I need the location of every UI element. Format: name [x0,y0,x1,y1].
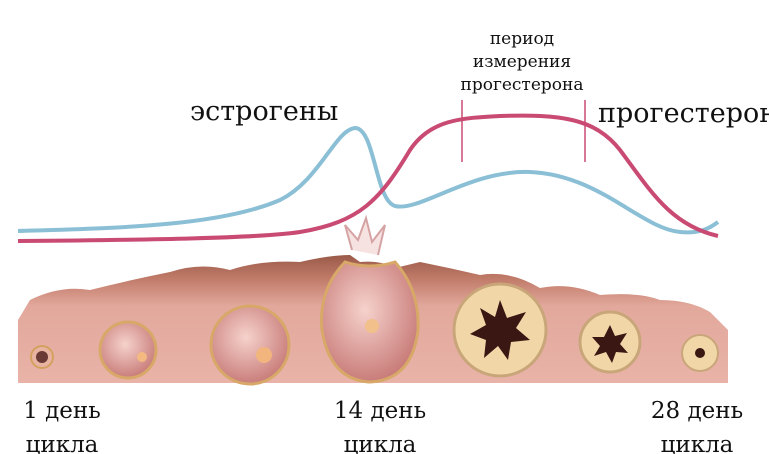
day-1-label: 1 день цикла [0,394,132,454]
day-14-label: 14 день цикла [310,394,450,454]
follicle-ovulating [319,214,420,384]
measure-line-2: измерения [472,52,572,72]
measure-period-label: период измерения прогестерона [422,28,622,97]
follicle-1 [30,345,54,369]
measure-line-3: прогестерона [460,75,584,95]
day-word: цикла [660,432,734,454]
day-number: 14 день [333,398,427,424]
measure-line-1: период [489,29,555,49]
day-number: 1 день [23,398,101,424]
day-word: цикла [25,432,99,454]
estrogen-label: эстрогены [190,96,339,127]
follicle-3 [209,304,291,386]
day-number: 28 день [650,398,744,424]
progesterone-label: прогестерон [598,98,769,129]
corpus-luteum-large [452,282,548,378]
day-word: цикла [343,432,417,454]
follicle-2 [98,320,158,380]
estrogen-curve [17,125,720,235]
corpus-luteum-small [681,334,719,372]
day-28-label: 28 день цикла [627,394,767,454]
progesterone-curve [17,113,719,243]
corpus-luteum-medium [578,310,642,374]
